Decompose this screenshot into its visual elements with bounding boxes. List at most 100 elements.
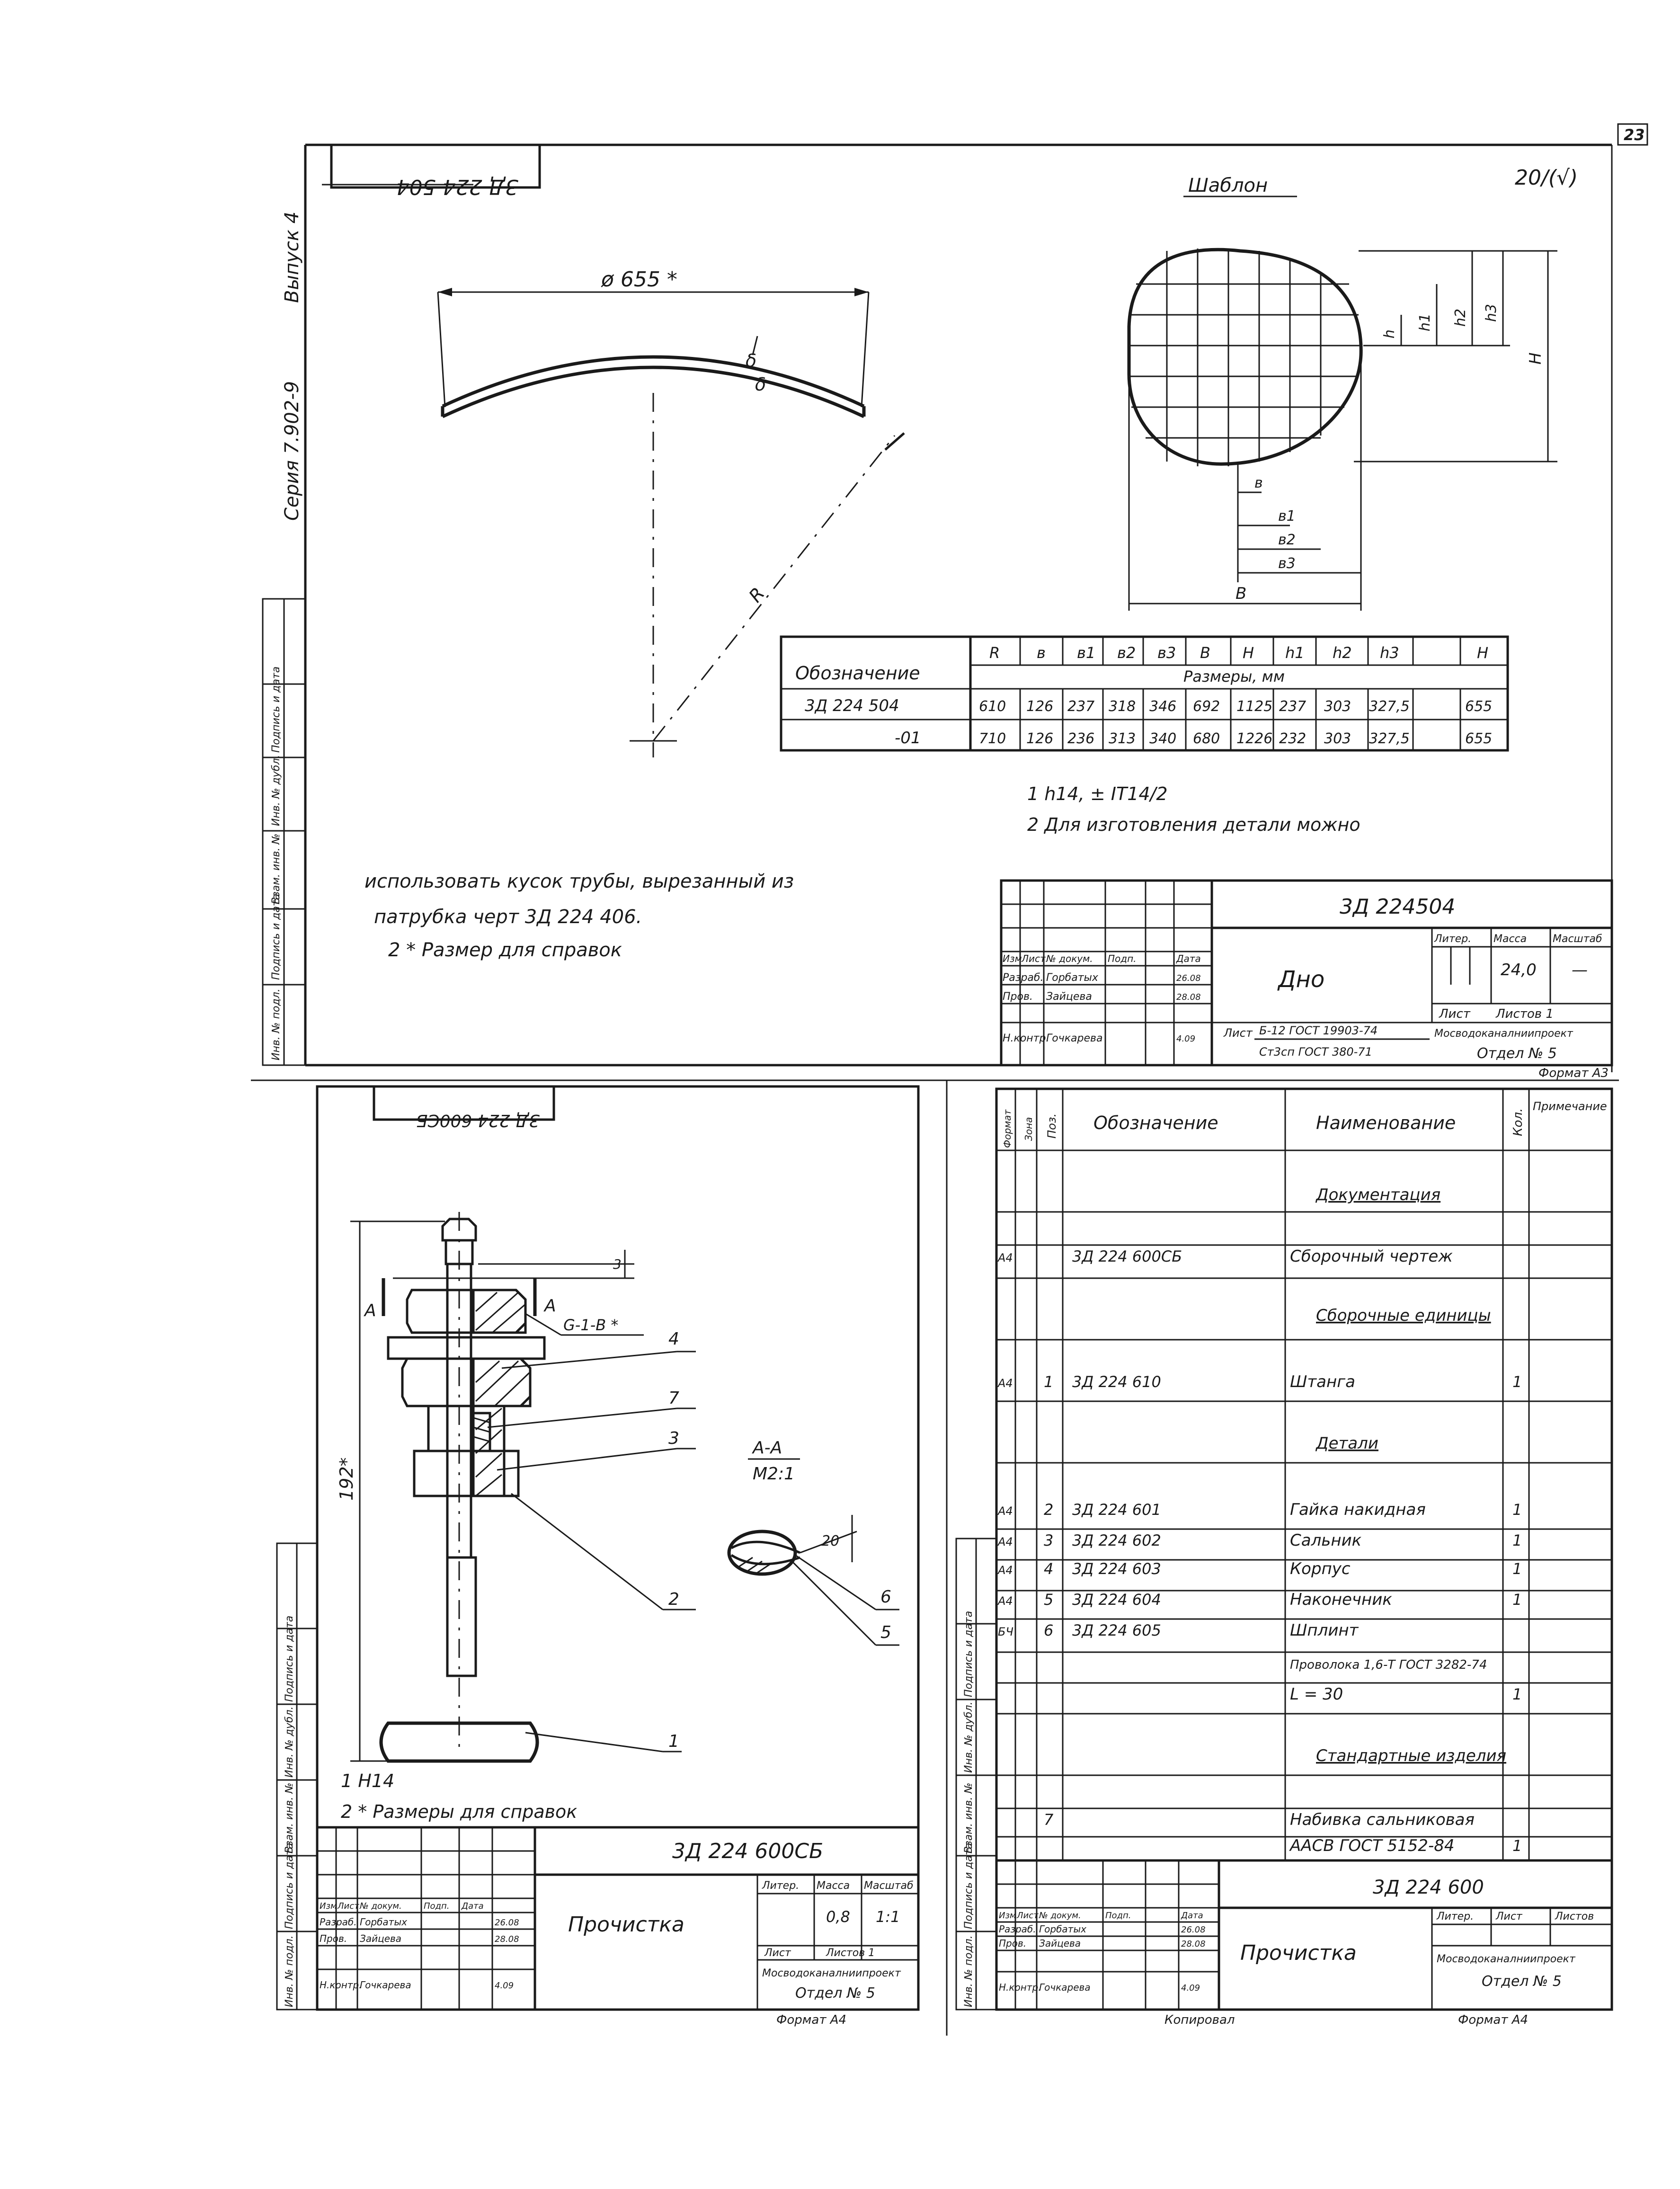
template-view: Шаблон <box>1127 175 1557 611</box>
svg-text:Гочкарева: Гочкарева <box>360 1979 411 1991</box>
callout-1: 1 <box>668 1732 679 1751</box>
table-column-header: в3 <box>1157 644 1176 662</box>
svg-text:4.09: 4.09 <box>1176 1034 1195 1044</box>
svg-text:Изм: Изм <box>1003 953 1022 964</box>
svg-text:H: H <box>1526 352 1545 365</box>
svg-text:№ докум.: № докум. <box>359 1901 402 1911</box>
radius-label: R <box>745 583 769 606</box>
svg-text:Б-12 ГОСТ 19903-74: Б-12 ГОСТ 19903-74 <box>1259 1024 1378 1037</box>
svg-text:Формат А4: Формат А4 <box>1458 2013 1528 2027</box>
svg-text:Обозначение: Обозначение <box>1093 1112 1218 1133</box>
dim-20: 20 <box>821 1533 839 1549</box>
assembly-view: 192* 3 А А G-1-B * 4 7 3 <box>336 1212 899 1763</box>
spec-row-name: L = 30 <box>1290 1685 1343 1704</box>
svg-text:Пров.: Пров. <box>999 1938 1026 1949</box>
svg-text:Подп.: Подп. <box>424 1901 449 1911</box>
spec-row-quantity: 1 <box>1512 1837 1522 1855</box>
svg-text:в1: в1 <box>1278 508 1296 525</box>
svg-text:Литер.: Литер. <box>1436 1911 1474 1922</box>
svg-text:Отдел № 5: Отдел № 5 <box>1477 1045 1557 1062</box>
svg-text:Листов 1: Листов 1 <box>1495 1007 1554 1021</box>
sheet-1-notes: 1 h14, ± IT14/2 2 Для изготовления детал… <box>364 783 1360 961</box>
svg-text:h3: h3 <box>1483 304 1500 322</box>
svg-text:Лист: Лист <box>1495 1911 1523 1922</box>
spec-row-name: Шплинт <box>1290 1621 1359 1640</box>
sheet-2: 3Д 224 600СБ Инв. № подл. Подпись и дата… <box>276 1085 920 2027</box>
svg-text:Отдел № 5: Отдел № 5 <box>795 1985 875 2002</box>
svg-text:Кол.: Кол. <box>1511 1108 1525 1136</box>
svg-text:Н.контр.: Н.контр. <box>999 1982 1041 1993</box>
svg-text:Зайцева: Зайцева <box>360 1933 401 1944</box>
svg-text:Инв. № подл.: Инв. № подл. <box>284 1935 295 2007</box>
callout-5: 5 <box>880 1623 891 1642</box>
svg-text:Лист: Лист <box>1016 1911 1039 1921</box>
svg-text:1 H14: 1 H14 <box>341 1771 394 1791</box>
table-column-header: R <box>989 644 1000 662</box>
issue-label: Выпуск 4 <box>281 212 303 303</box>
svg-text:Мосводоканалниипроект: Мосводоканалниипроект <box>1434 1028 1573 1040</box>
svg-text:патрубка черт 3Д 224 406.: патрубка черт 3Д 224 406. <box>374 906 642 928</box>
svg-text:Дата: Дата <box>1181 1911 1203 1921</box>
title-block-2-code: 3Д 224 600СБ <box>672 1839 823 1863</box>
hatched-section <box>472 1289 532 1497</box>
svg-text:Подп.: Подп. <box>1105 1911 1131 1921</box>
svg-text:Изм: Изм <box>999 1911 1016 1921</box>
dim-192: 192* <box>336 1457 357 1501</box>
svg-text:использовать кусок трубы, выре: использовать кусок трубы, вырезанный из <box>364 871 794 892</box>
table-cell: 236 <box>1067 730 1094 747</box>
table-column-header: в <box>1037 644 1046 662</box>
spec-row-quantity: 1 <box>1512 1531 1522 1549</box>
svg-text:Дата: Дата <box>461 1901 484 1911</box>
spec-row-name: Набивка сальниковая <box>1290 1810 1475 1829</box>
svg-text:Наименование: Наименование <box>1316 1112 1456 1133</box>
svg-text:Формат А3: Формат А3 <box>1538 1066 1609 1080</box>
svg-text:3: 3 <box>613 1256 622 1272</box>
svg-text:Листов 1: Листов 1 <box>826 1947 875 1959</box>
table-cell: 318 <box>1109 698 1136 715</box>
table-cell: 327,5 <box>1369 730 1410 747</box>
title-block-code: 3Д 224504 <box>1340 895 1455 919</box>
series-label: Серия 7.902-9 <box>281 381 303 521</box>
spec-title-block: 3Д 224 600 Прочистка Изм Лист № докум. П… <box>996 1859 1612 2027</box>
svg-text:Поз.: Поз. <box>1045 1113 1058 1139</box>
svg-text:Разраб.: Разраб. <box>320 1916 357 1928</box>
svg-text:Н.контр.: Н.контр. <box>320 1979 362 1991</box>
corner-code: 3Д 224 504 <box>396 175 518 199</box>
spec-row-format: А4 <box>997 1594 1013 1608</box>
svg-text:Изм: Изм <box>320 1901 337 1911</box>
svg-text:Н.контр.: Н.контр. <box>1003 1032 1049 1044</box>
table-cell: 237 <box>1067 698 1094 715</box>
spec-row-quantity: 1 <box>1512 1591 1522 1609</box>
spec-section-heading: Стандартные изделия <box>1316 1746 1506 1765</box>
table-cell: 313 <box>1109 730 1136 747</box>
sheet-2-title-block: 3Д 224 600СБ Прочистка Изм Лист № докум.… <box>316 1826 920 2027</box>
thickness-label: δ <box>746 350 756 371</box>
svg-text:Масса: Масса <box>817 1880 850 1892</box>
callout-2: 2 <box>668 1590 679 1609</box>
spec-row-quantity: 1 <box>1512 1373 1522 1391</box>
svg-text:в: в <box>1254 475 1263 491</box>
spec-row-position: 1 <box>1044 1373 1053 1391</box>
svg-text:Инв. № подл.: Инв. № подл. <box>963 1935 975 2007</box>
svg-text:δ: δ <box>755 374 766 395</box>
svg-text:Мосводоканалниипроект: Мосводоканалниипроект <box>1437 1953 1576 1965</box>
spec-row-designation: 3Д 224 603 <box>1072 1560 1161 1578</box>
svg-text:А: А <box>364 1301 376 1320</box>
svg-text:—: — <box>1572 961 1588 979</box>
table-cell: 126 <box>1026 698 1053 715</box>
svg-text:Взам. инв. №: Взам. инв. № <box>270 834 282 904</box>
table-cell: 655 <box>1465 698 1492 715</box>
table-cell: 303 <box>1324 698 1351 715</box>
table-cell: 610 <box>979 698 1006 715</box>
svg-text:1:1: 1:1 <box>876 1908 900 1926</box>
title-block-2-name: Прочистка <box>568 1913 684 1937</box>
svg-text:h2: h2 <box>1452 309 1469 327</box>
svg-text:28.08: 28.08 <box>495 1934 519 1944</box>
page-number: 23 <box>1624 126 1645 144</box>
svg-text:Литер.: Литер. <box>1434 933 1471 945</box>
svg-text:Подпись и дата: Подпись и дата <box>284 1616 295 1702</box>
svg-text:Зона: Зона <box>1023 1117 1034 1141</box>
svg-text:h: h <box>1381 329 1398 338</box>
spec-row-name: Сальник <box>1290 1531 1362 1550</box>
